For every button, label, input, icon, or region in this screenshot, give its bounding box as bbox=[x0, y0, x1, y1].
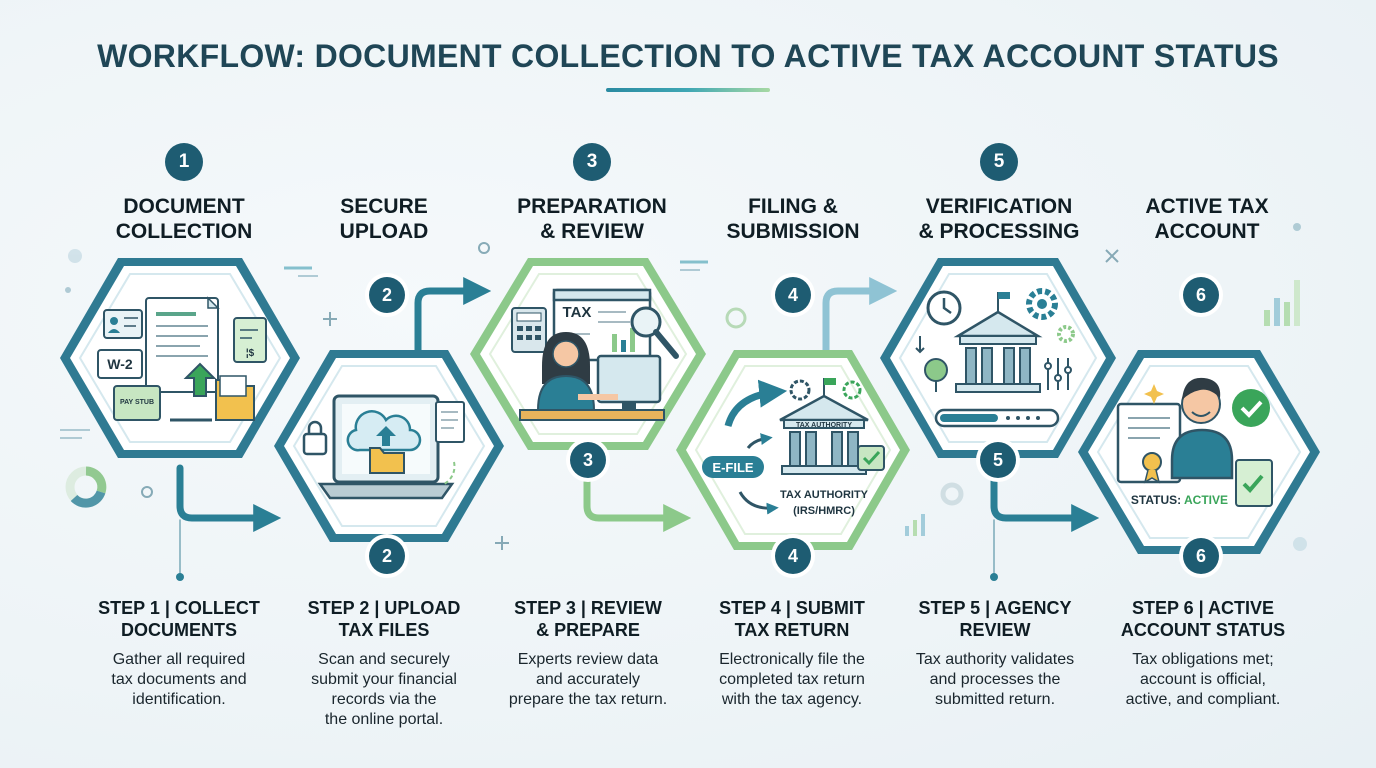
background-decorations bbox=[60, 223, 1307, 551]
step-5-title: STEP 5 | AGENCY REVIEW bbox=[895, 597, 1095, 641]
stage-3-heading-line2: & REVIEW bbox=[540, 220, 644, 243]
step-1-title: STEP 1 | COLLECT DOCUMENTS bbox=[79, 597, 279, 641]
stage-6-heading: ACTIVE TAX ACCOUNT bbox=[1107, 194, 1307, 244]
step-6-title-line2: ACCOUNT STATUS bbox=[1120, 620, 1286, 640]
document-stack-illustration bbox=[97, 296, 267, 422]
stage-4-badge: 4 bbox=[775, 538, 811, 574]
pay-stub-label: PAY STUB bbox=[120, 399, 154, 406]
step-1-title-line1: STEP 1 | COLLECT bbox=[98, 598, 260, 618]
stage-6-heading-line1: ACTIVE TAX bbox=[1145, 195, 1269, 218]
stage-1-heading-line2: COLLECTION bbox=[115, 220, 253, 243]
step-3-description: Experts review data and accurately prepa… bbox=[508, 651, 668, 708]
step-6-title: STEP 6 | ACTIVE ACCOUNT STATUS bbox=[1103, 597, 1303, 641]
step-2-title-line1: STEP 2 | UPLOAD bbox=[307, 598, 461, 618]
step-4-title-line2: TAX RETURN bbox=[734, 620, 850, 640]
stage-2-badge: 2 bbox=[369, 538, 405, 574]
step-3-title-line2: & PREPARE bbox=[536, 620, 640, 640]
flow-connectors bbox=[176, 277, 1100, 581]
authority-caption-line1: TAX AUTHORITY bbox=[780, 489, 869, 501]
stage-6-badge: 6 bbox=[1183, 538, 1219, 574]
stage-4-heading-line2: SUBMISSION bbox=[726, 220, 860, 243]
step-2-title-line2: TAX FILES bbox=[338, 620, 430, 640]
stage-4-heading-line1: FILING & bbox=[748, 195, 838, 218]
stage-1-number: 1 bbox=[165, 143, 203, 181]
step-3-title-line1: STEP 3 | REVIEW bbox=[514, 598, 662, 618]
step-6-description: Tax obligations met; account is official… bbox=[1125, 651, 1281, 708]
stage-2-mid-number: 2 bbox=[369, 277, 405, 313]
stage-6-heading-line2: ACCOUNT bbox=[1154, 220, 1260, 243]
status-value: ACTIVE bbox=[1184, 493, 1228, 507]
step-2-description: Scan and securely submit your financial … bbox=[311, 651, 457, 728]
stage-6-mid-number: 6 bbox=[1183, 277, 1219, 313]
stage-5-heading: VERIFICATION & PROCESSING bbox=[899, 194, 1099, 244]
step-2-title: STEP 2 | UPLOAD TAX FILES bbox=[284, 597, 484, 641]
stage-5-heading-line2: & PROCESSING bbox=[918, 220, 1080, 243]
title-underline bbox=[606, 88, 770, 92]
stage-3-heading-line1: PREPARATION bbox=[517, 195, 667, 218]
efile-pill-label: E-FILE bbox=[712, 460, 753, 475]
w2-form-label: W-2 bbox=[107, 356, 133, 372]
tax-preparer-illustration bbox=[511, 288, 679, 421]
active-account-illustration bbox=[1116, 377, 1273, 507]
status-label: STATUS: bbox=[1131, 493, 1181, 507]
stage-2-heading-line1: SECURE bbox=[340, 195, 428, 218]
step-1-title-line2: DOCUMENTS bbox=[121, 620, 237, 640]
stage-5-hexagon bbox=[880, 258, 1116, 458]
step-6-title-line1: STEP 6 | ACTIVE bbox=[1131, 598, 1275, 618]
step-1-description: Gather all required tax documents and id… bbox=[111, 651, 247, 708]
stage-5-heading-line1: VERIFICATION bbox=[925, 195, 1073, 218]
stage-3-number: 3 bbox=[573, 143, 611, 181]
step-4-description: Electronically file the completed tax re… bbox=[719, 651, 865, 708]
stage-1-heading: DOCUMENT COLLECTION bbox=[84, 194, 284, 244]
agency-processing-illustration bbox=[915, 288, 1075, 428]
stage-3-heading: PREPARATION & REVIEW bbox=[492, 194, 692, 244]
stage-3-badge: 3 bbox=[570, 442, 606, 478]
authority-sign-label: TAX AUTHORITY bbox=[796, 422, 852, 429]
page-title: WORKFLOW: DOCUMENT COLLECTION TO ACTIVE … bbox=[97, 38, 1279, 74]
stage-1-heading-line1: DOCUMENT bbox=[123, 195, 245, 218]
step-5-description: Tax authority validates and processes th… bbox=[915, 651, 1075, 708]
stage-4-heading: FILING & SUBMISSION bbox=[693, 194, 893, 244]
step-5-title-line1: STEP 5 | AGENCY bbox=[918, 598, 1072, 618]
dollar-doc-icon: ¦$ bbox=[246, 348, 255, 359]
step-4-title-line1: STEP 4 | SUBMIT bbox=[719, 598, 865, 618]
stage-4-mid-number: 4 bbox=[775, 277, 811, 313]
stage-2-heading: SECURE UPLOAD bbox=[284, 194, 484, 244]
laptop-upload-illustration bbox=[302, 394, 465, 500]
stage-5-badge: 5 bbox=[980, 442, 1016, 478]
stage-5-number: 5 bbox=[980, 143, 1018, 181]
step-3-title: STEP 3 | REVIEW & PREPARE bbox=[488, 597, 688, 641]
authority-caption-line2: (IRS/HMRC) bbox=[793, 505, 855, 517]
stage-2-heading-line2: UPLOAD bbox=[339, 220, 429, 243]
step-4-title: STEP 4 | SUBMIT TAX RETURN bbox=[692, 597, 892, 641]
government-building-illustration bbox=[702, 378, 885, 515]
tax-sheet-label: TAX bbox=[563, 304, 592, 321]
step-5-title-line2: REVIEW bbox=[959, 620, 1031, 640]
